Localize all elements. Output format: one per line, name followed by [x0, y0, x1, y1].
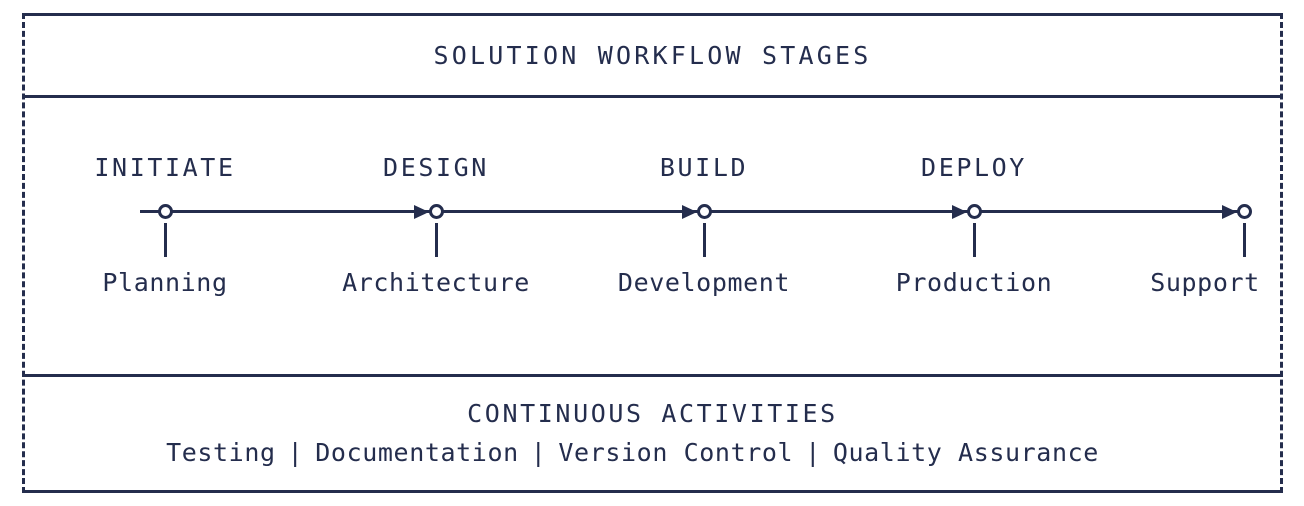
stage-node-1[interactable] — [158, 204, 173, 219]
workflow-track — [140, 204, 1252, 219]
stage-label-1: INITIATE — [94, 153, 236, 182]
stage-node-3[interactable] — [697, 204, 712, 219]
stage-label-3: BUILD — [659, 153, 749, 182]
activities-band: CONTINUOUS ACTIVITIES Testing | Documentat… — [25, 377, 1280, 490]
stage-node-2[interactable] — [429, 204, 444, 219]
stage-stem-3 — [703, 223, 706, 257]
flow-arrow-2 — [682, 205, 697, 219]
activity-item[interactable]: Testing — [166, 438, 276, 467]
stages-band: INITIATE Planning DESIGN Architecture BUILD D… — [25, 98, 1280, 374]
activities-separator: | — [287, 438, 304, 467]
header-band: SOLUTION WORKFLOW STAGES — [25, 16, 1280, 95]
activities-list: Testing | Documentation | Version Control | Qu… — [25, 438, 1240, 467]
activities-divider — [22, 374, 1283, 377]
stage-node-5[interactable] — [1237, 204, 1252, 219]
flow-arrow-3 — [952, 205, 967, 219]
stage-sublabel-5: Support — [1150, 268, 1260, 297]
activity-item[interactable]: Quality Assurance — [832, 438, 1099, 467]
stage-sublabel-3: Development — [617, 268, 791, 297]
activity-item[interactable]: Documentation — [315, 438, 519, 467]
stage-sublabel-1: Planning — [102, 268, 228, 297]
flow-arrow-1 — [414, 205, 429, 219]
stage-stem-2 — [435, 223, 438, 257]
activities-title: CONTINUOUS ACTIVITIES — [467, 399, 838, 428]
activities-separator: | — [805, 438, 821, 467]
stage-label-2: DESIGN — [383, 153, 489, 182]
stage-sublabel-4: Production — [895, 268, 1053, 297]
stage-node-4[interactable] — [967, 204, 982, 219]
activities-separator: | — [530, 438, 547, 467]
stage-stem-5 — [1243, 223, 1246, 257]
flow-arrow-4 — [1222, 205, 1237, 219]
stage-stem-4 — [973, 223, 976, 257]
page-title: SOLUTION WORKFLOW STAGES — [433, 41, 872, 70]
stage-sublabel-2: Architecture — [342, 268, 530, 297]
header-divider — [22, 95, 1283, 98]
stage-stem-1 — [164, 223, 167, 257]
diagram-frame — [22, 13, 1283, 493]
stage-label-4: DEPLOY — [921, 153, 1027, 182]
activity-item[interactable]: Version Control — [558, 438, 794, 467]
